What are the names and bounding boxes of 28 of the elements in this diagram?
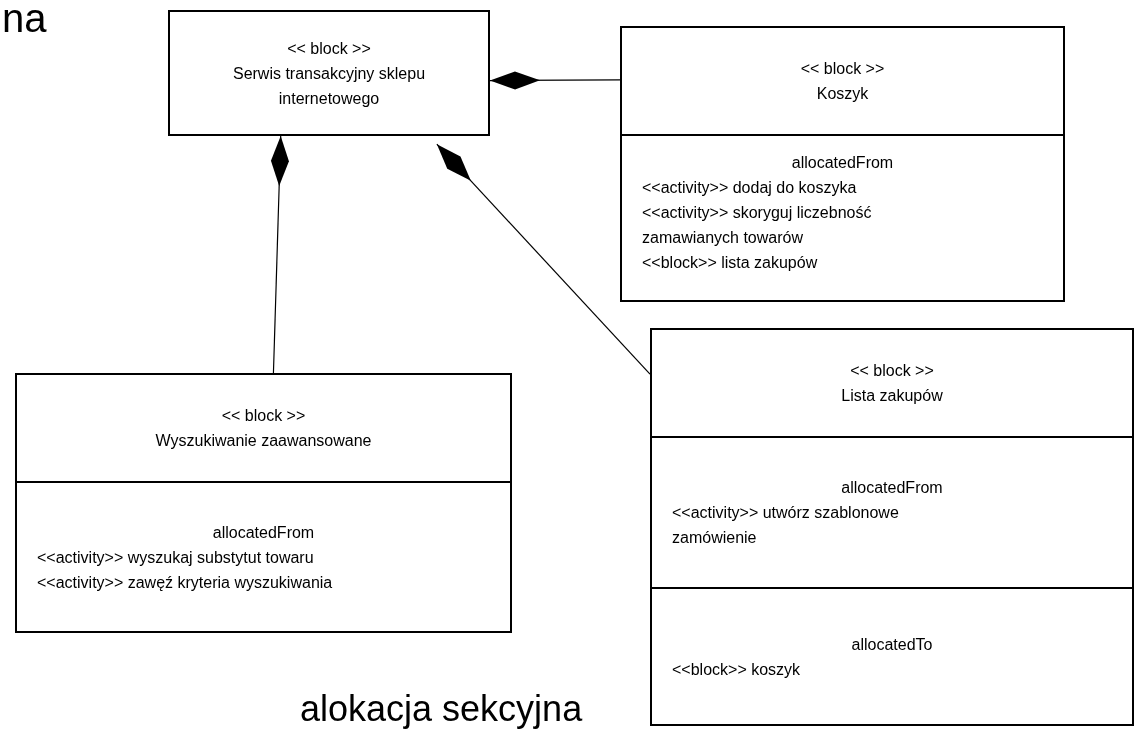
compartment-heading: allocatedTo (851, 634, 933, 655)
allocation-entry: <<activity>> skoryguj liczebność zamawianych towarów (642, 203, 873, 248)
compartment-heading: allocatedFrom (212, 522, 315, 543)
block-name: Serwis transakcyjny sklepu internetowego (231, 63, 427, 109)
stereotype-label: << block >> (800, 59, 885, 79)
caption: alokacja sekcyjna (300, 688, 583, 730)
block-box (168, 10, 490, 136)
block-box (650, 328, 1134, 726)
block-box (620, 26, 1065, 302)
composition-line (270, 135, 289, 374)
block-name: Lista zakupów (841, 386, 943, 406)
heading-fragment: na (2, 0, 47, 41)
block-box (15, 373, 512, 633)
compartment-heading: allocatedFrom (841, 478, 943, 498)
allocation-entry: <<block>> lista zakupów (642, 253, 818, 273)
stereotype-label: << block >> (221, 406, 306, 426)
allocation-entry: <<activity>> wyszukaj substytut towaru (37, 547, 314, 568)
allocation-entry: <<block>> koszyk (672, 659, 801, 680)
block-name: Koszyk (816, 84, 869, 104)
allocation-entry: <<activity>> utwórz szablonowe zamówienie (672, 503, 900, 548)
compartment-heading: allocatedFrom (791, 153, 894, 173)
allocation-entry: <<activity>> zawęź kryteria wyszukiwania (37, 572, 333, 593)
stereotype-label: << block >> (287, 38, 371, 59)
allocation-entry: <<activity>> dodaj do koszyka (642, 178, 857, 198)
block-name: Wyszukiwanie zaawansowane (155, 431, 372, 451)
composition-line (436, 143, 651, 375)
stereotype-label: << block >> (850, 361, 934, 381)
composition-line (489, 71, 621, 90)
